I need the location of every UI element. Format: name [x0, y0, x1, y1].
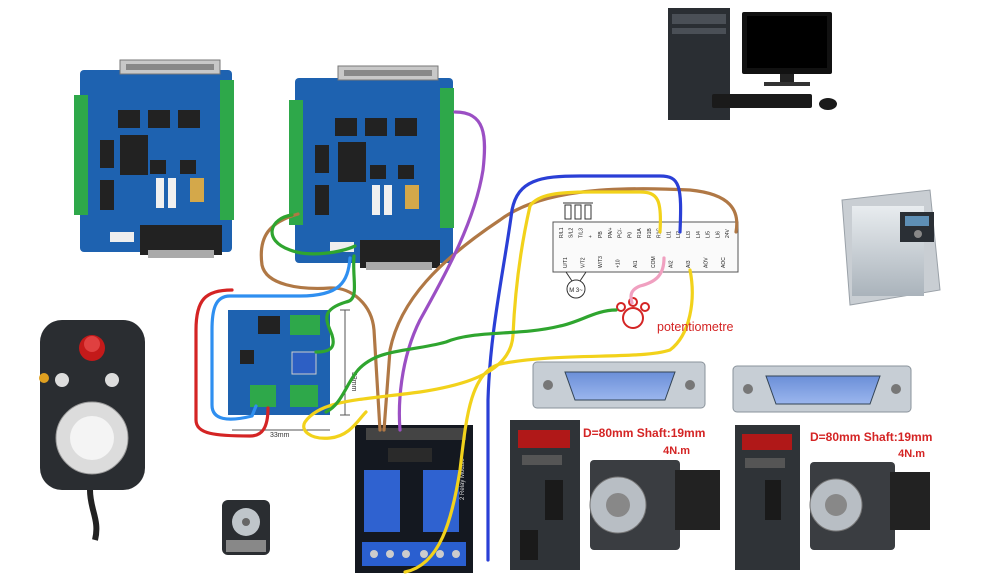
vfd-terminal-top-label: P0 [627, 232, 633, 238]
vfd-terminal-top-label: LI5 [706, 231, 712, 238]
vfd-terminal-top-label: R1B [647, 228, 653, 238]
wires [194, 110, 739, 574]
servo-torque-label-right: 4N.m [898, 448, 925, 460]
vfd-terminal-bottom-label: W/T3 [598, 256, 604, 268]
vfd-terminal-top-label: LI6 [715, 231, 721, 238]
vfd-terminal-bottom-label: COM [651, 256, 657, 268]
wire-purple [397, 110, 487, 432]
vfd-terminal-top-label: + [588, 235, 594, 238]
rotary-encoder [222, 500, 270, 555]
wire-yellow [302, 190, 694, 574]
wire-blue [486, 174, 683, 562]
servo-motor-left [589, 460, 720, 550]
potentiometer-symbol [616, 297, 650, 329]
vfd-terminal-bottom-label: U/T1 [563, 257, 569, 268]
breakout-board-right [289, 65, 454, 270]
vfd-terminal-top-label: LI1 [666, 231, 672, 238]
potentiometer-label: potentiometre [657, 320, 733, 334]
vfd-terminal-top-label: PB [598, 231, 604, 238]
dimension-height-label: 33mm [350, 372, 357, 392]
vfd-terminal-bottom-label: AI3 [686, 260, 692, 268]
vfd-terminal-top-label: R/L1 [559, 227, 565, 238]
wire-green [270, 213, 618, 414]
vfd-terminal-bottom-label: AI1 [633, 260, 639, 268]
vfd-terminal-bottom-label: +10 [616, 259, 622, 268]
mpg-handwheel-pendant [39, 320, 145, 541]
relay-module-label: 2 Relay Module [460, 458, 466, 500]
servo-drive-right [735, 425, 800, 570]
vfd-drive-icon [841, 189, 941, 306]
vfd-terminal-top-label: LI4 [696, 231, 702, 238]
servo-spec-label-right: D=80mm Shaft:19mm [810, 430, 932, 444]
vfd-terminal-top-label: R1A [637, 228, 643, 238]
servo-spec-label-left: D=80mm Shaft:19mm [583, 426, 705, 440]
vfd-terminal-top-label: S/L2 [569, 227, 575, 238]
computer-icon [668, 8, 837, 120]
dimension-marks: 33mm 33mm [232, 309, 357, 439]
vfd-terminal-top-label: PA/+ [608, 227, 614, 238]
wire-brown-right [382, 187, 739, 432]
servo-motor-right [809, 462, 930, 550]
vfd-terminal-top-label: 24V [725, 228, 731, 238]
wire-brown-left [259, 212, 382, 432]
vfd-terminal-top-label: LI3 [686, 231, 692, 238]
vfd-terminal-bottom-label: AOV [704, 257, 710, 268]
breakout-board-left [74, 59, 234, 258]
dimension-width-label: 33mm [270, 432, 290, 439]
wire-lightblue [210, 256, 352, 421]
vfd-terminal-bottom-label: AOC [721, 257, 727, 268]
vfd-terminal-top-label: PC/- [618, 228, 624, 238]
wire-red [194, 288, 270, 438]
pwm-to-voltage-module [228, 310, 330, 415]
db25-connector-right [732, 365, 912, 413]
vfd-terminal-top-label: LI2 [676, 231, 682, 238]
vfd-terminal-top-label: T/L3 [578, 228, 584, 238]
db25-connector-left [532, 361, 706, 409]
vfd-terminal-bottom-label: AI2 [668, 260, 674, 268]
wire-pink [629, 256, 666, 305]
vfd-terminal-bottom-label: V/T2 [580, 257, 586, 268]
vfd-motor-label: M 3~ [569, 288, 583, 294]
servo-drive-left [510, 420, 580, 570]
servo-torque-label-left: 4N.m [663, 445, 690, 457]
